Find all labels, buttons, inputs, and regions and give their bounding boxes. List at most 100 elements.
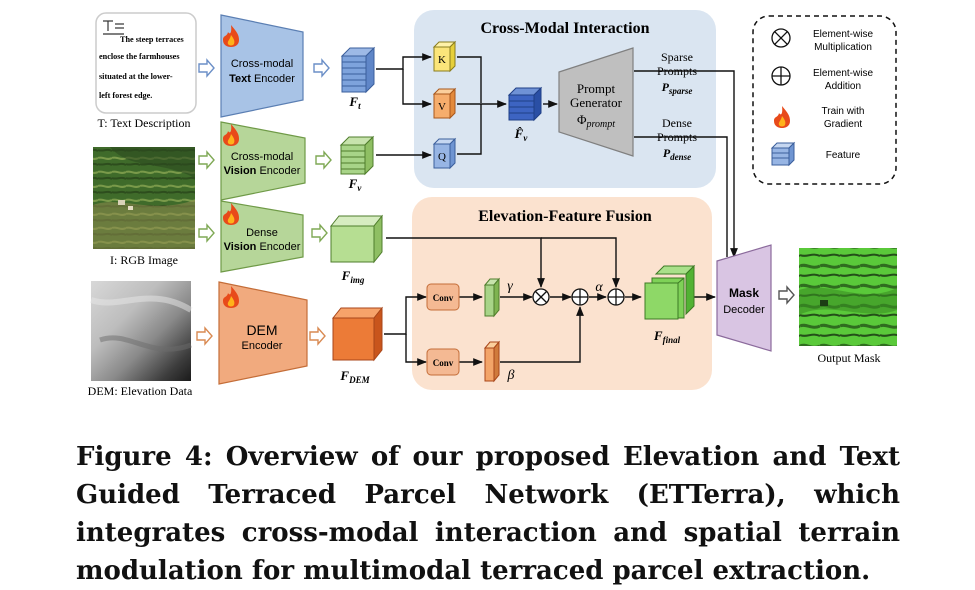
arrow-q-fvhat xyxy=(457,104,482,155)
feature-fvhat-stack xyxy=(507,86,543,122)
dem-encoder: DEM Encoder xyxy=(218,281,308,385)
fimg-main: F xyxy=(341,268,351,283)
svg-text:Pdense: Pdense xyxy=(663,146,691,162)
ft-main: F xyxy=(348,94,358,109)
ffinal-main: F xyxy=(653,328,663,343)
sparse-sym-sub: sparse xyxy=(668,86,693,96)
text-description-card xyxy=(95,12,197,114)
dense-encoder-line1: Dense xyxy=(246,227,278,239)
svg-text:Vision Encoder: Vision Encoder xyxy=(224,165,301,177)
fdem-sub: DEM xyxy=(348,375,371,385)
svg-text:Psparse: Psparse xyxy=(662,80,693,96)
text-encoder-line1: Cross-modal xyxy=(231,58,293,70)
v-label: V xyxy=(438,101,446,113)
dense-encoder-bold: Vision xyxy=(224,241,257,253)
text-icon xyxy=(103,20,124,35)
ft-sub: t xyxy=(358,101,361,111)
legend-feature: Feature xyxy=(826,150,861,161)
legend-feature-icon xyxy=(770,141,796,167)
svg-text:FDEM: FDEM xyxy=(339,368,370,385)
v-box xyxy=(432,87,457,120)
conv-label-2: Conv xyxy=(433,358,454,368)
decoder-line1: Mask xyxy=(729,286,759,300)
q-label: Q xyxy=(438,151,446,163)
dense-vision-encoder: Dense Vision Encoder xyxy=(220,200,304,273)
conv-box-gamma: Conv xyxy=(426,283,460,311)
sparse-line1: Sparse xyxy=(661,50,693,64)
text-desc-line-1: The steep terraces xyxy=(120,35,184,44)
generator-phi: Φ xyxy=(577,112,587,127)
cross-modal-title: Cross-Modal Interaction xyxy=(480,20,649,37)
feature-fimg-cube xyxy=(329,214,384,264)
dense-sym: P xyxy=(663,146,671,160)
feature-arrow-vision xyxy=(315,150,332,170)
generator-line1: Prompt xyxy=(577,81,616,96)
multiply-operator-icon xyxy=(532,288,550,306)
add-operator-icon-1 xyxy=(571,288,589,306)
input-arrow-vision xyxy=(198,150,215,170)
legend-mult-line1: Element-wise xyxy=(813,29,873,40)
dense-encoder-rest: Encoder xyxy=(256,241,300,253)
q-box xyxy=(432,137,457,170)
legend-mult-line2: Multiplication xyxy=(814,42,872,53)
svg-text:Fimg: Fimg xyxy=(341,268,365,285)
arrow-dense-decoder xyxy=(700,136,728,257)
generator-line2: Generator xyxy=(570,95,623,110)
legend-train-line2: Gradient xyxy=(824,119,863,130)
svg-text:Text Encoder: Text Encoder xyxy=(229,73,295,85)
text-encoder-bold: Text xyxy=(229,73,251,85)
legend-train-line1: Train with xyxy=(822,106,865,117)
feature-arrow-text xyxy=(313,58,330,78)
generator-phi-sub: prompt xyxy=(585,119,615,130)
fvhat-main: F̂ xyxy=(514,126,524,141)
feature-fv-stack xyxy=(339,135,375,176)
svg-text:Ft: Ft xyxy=(348,94,361,111)
legend-box xyxy=(752,15,897,185)
dense-sym-sub: dense xyxy=(670,152,691,162)
fv-sub: v xyxy=(357,183,362,193)
figure-caption: Figure 4: Overview of our proposed Eleva… xyxy=(76,442,900,586)
fv-main: F xyxy=(348,176,358,191)
dem-image xyxy=(90,281,193,381)
text-encoder-rest: Encoder xyxy=(251,73,295,85)
svg-text:F̂v: F̂v xyxy=(514,126,529,143)
flame-icon-vision xyxy=(223,124,239,146)
feature-fdem-cube xyxy=(331,306,384,362)
rgb-image-label: I: RGB Image xyxy=(110,253,178,267)
text-desc-line-3: situated at the lower- xyxy=(99,72,173,81)
mask-decoder: Mask Decoder xyxy=(716,244,772,352)
conv-label-1: Conv xyxy=(433,293,454,303)
arrow-sparse-decoder xyxy=(700,70,738,258)
fvhat-sub: v xyxy=(523,133,528,143)
legend-flame-icon xyxy=(774,106,790,128)
svg-text:Fv: Fv xyxy=(348,176,363,193)
arrow-fimg-add xyxy=(541,237,620,288)
k-label: K xyxy=(438,54,446,66)
input-arrow-text xyxy=(198,58,215,78)
text-desc-line-2: enclose the farmhouses xyxy=(99,52,180,61)
dem-image-label: DEM: Elevation Data xyxy=(88,384,193,398)
fusion-title: Elevation-Feature Fusion xyxy=(478,208,652,225)
prompt-generator: Prompt Generator Φprompt xyxy=(558,47,634,157)
legend-add-line1: Element-wise xyxy=(813,68,873,79)
input-arrow-dense xyxy=(198,223,215,243)
output-mask-label: Output Mask xyxy=(818,351,881,365)
gamma-slab xyxy=(483,277,501,318)
architecture-diagram: Cross-Modal Interaction Elevation-Featur… xyxy=(88,10,897,398)
feature-arrow-dense xyxy=(311,223,328,243)
text-encoder: Cross-modal Text Encoder xyxy=(220,14,304,118)
legend-add-icon xyxy=(771,66,791,86)
flame-icon-dense xyxy=(223,203,239,225)
flame-icon-dem xyxy=(223,286,239,308)
arrow-fdem-conv1 xyxy=(384,293,427,335)
dense-line1: Dense xyxy=(662,116,692,130)
add-operator-icon-2 xyxy=(607,288,625,306)
vision-encoder: Cross-modal Vision Encoder xyxy=(220,121,306,201)
gamma-label: γ xyxy=(507,279,513,294)
flame-icon-text xyxy=(223,25,239,47)
conv-box-beta: Conv xyxy=(426,348,460,376)
svg-text:Ffinal: Ffinal xyxy=(653,328,681,345)
svg-text:Vision Encoder: Vision Encoder xyxy=(224,241,301,253)
input-arrow-dem xyxy=(196,326,213,346)
arrow-ft-v xyxy=(402,69,432,108)
